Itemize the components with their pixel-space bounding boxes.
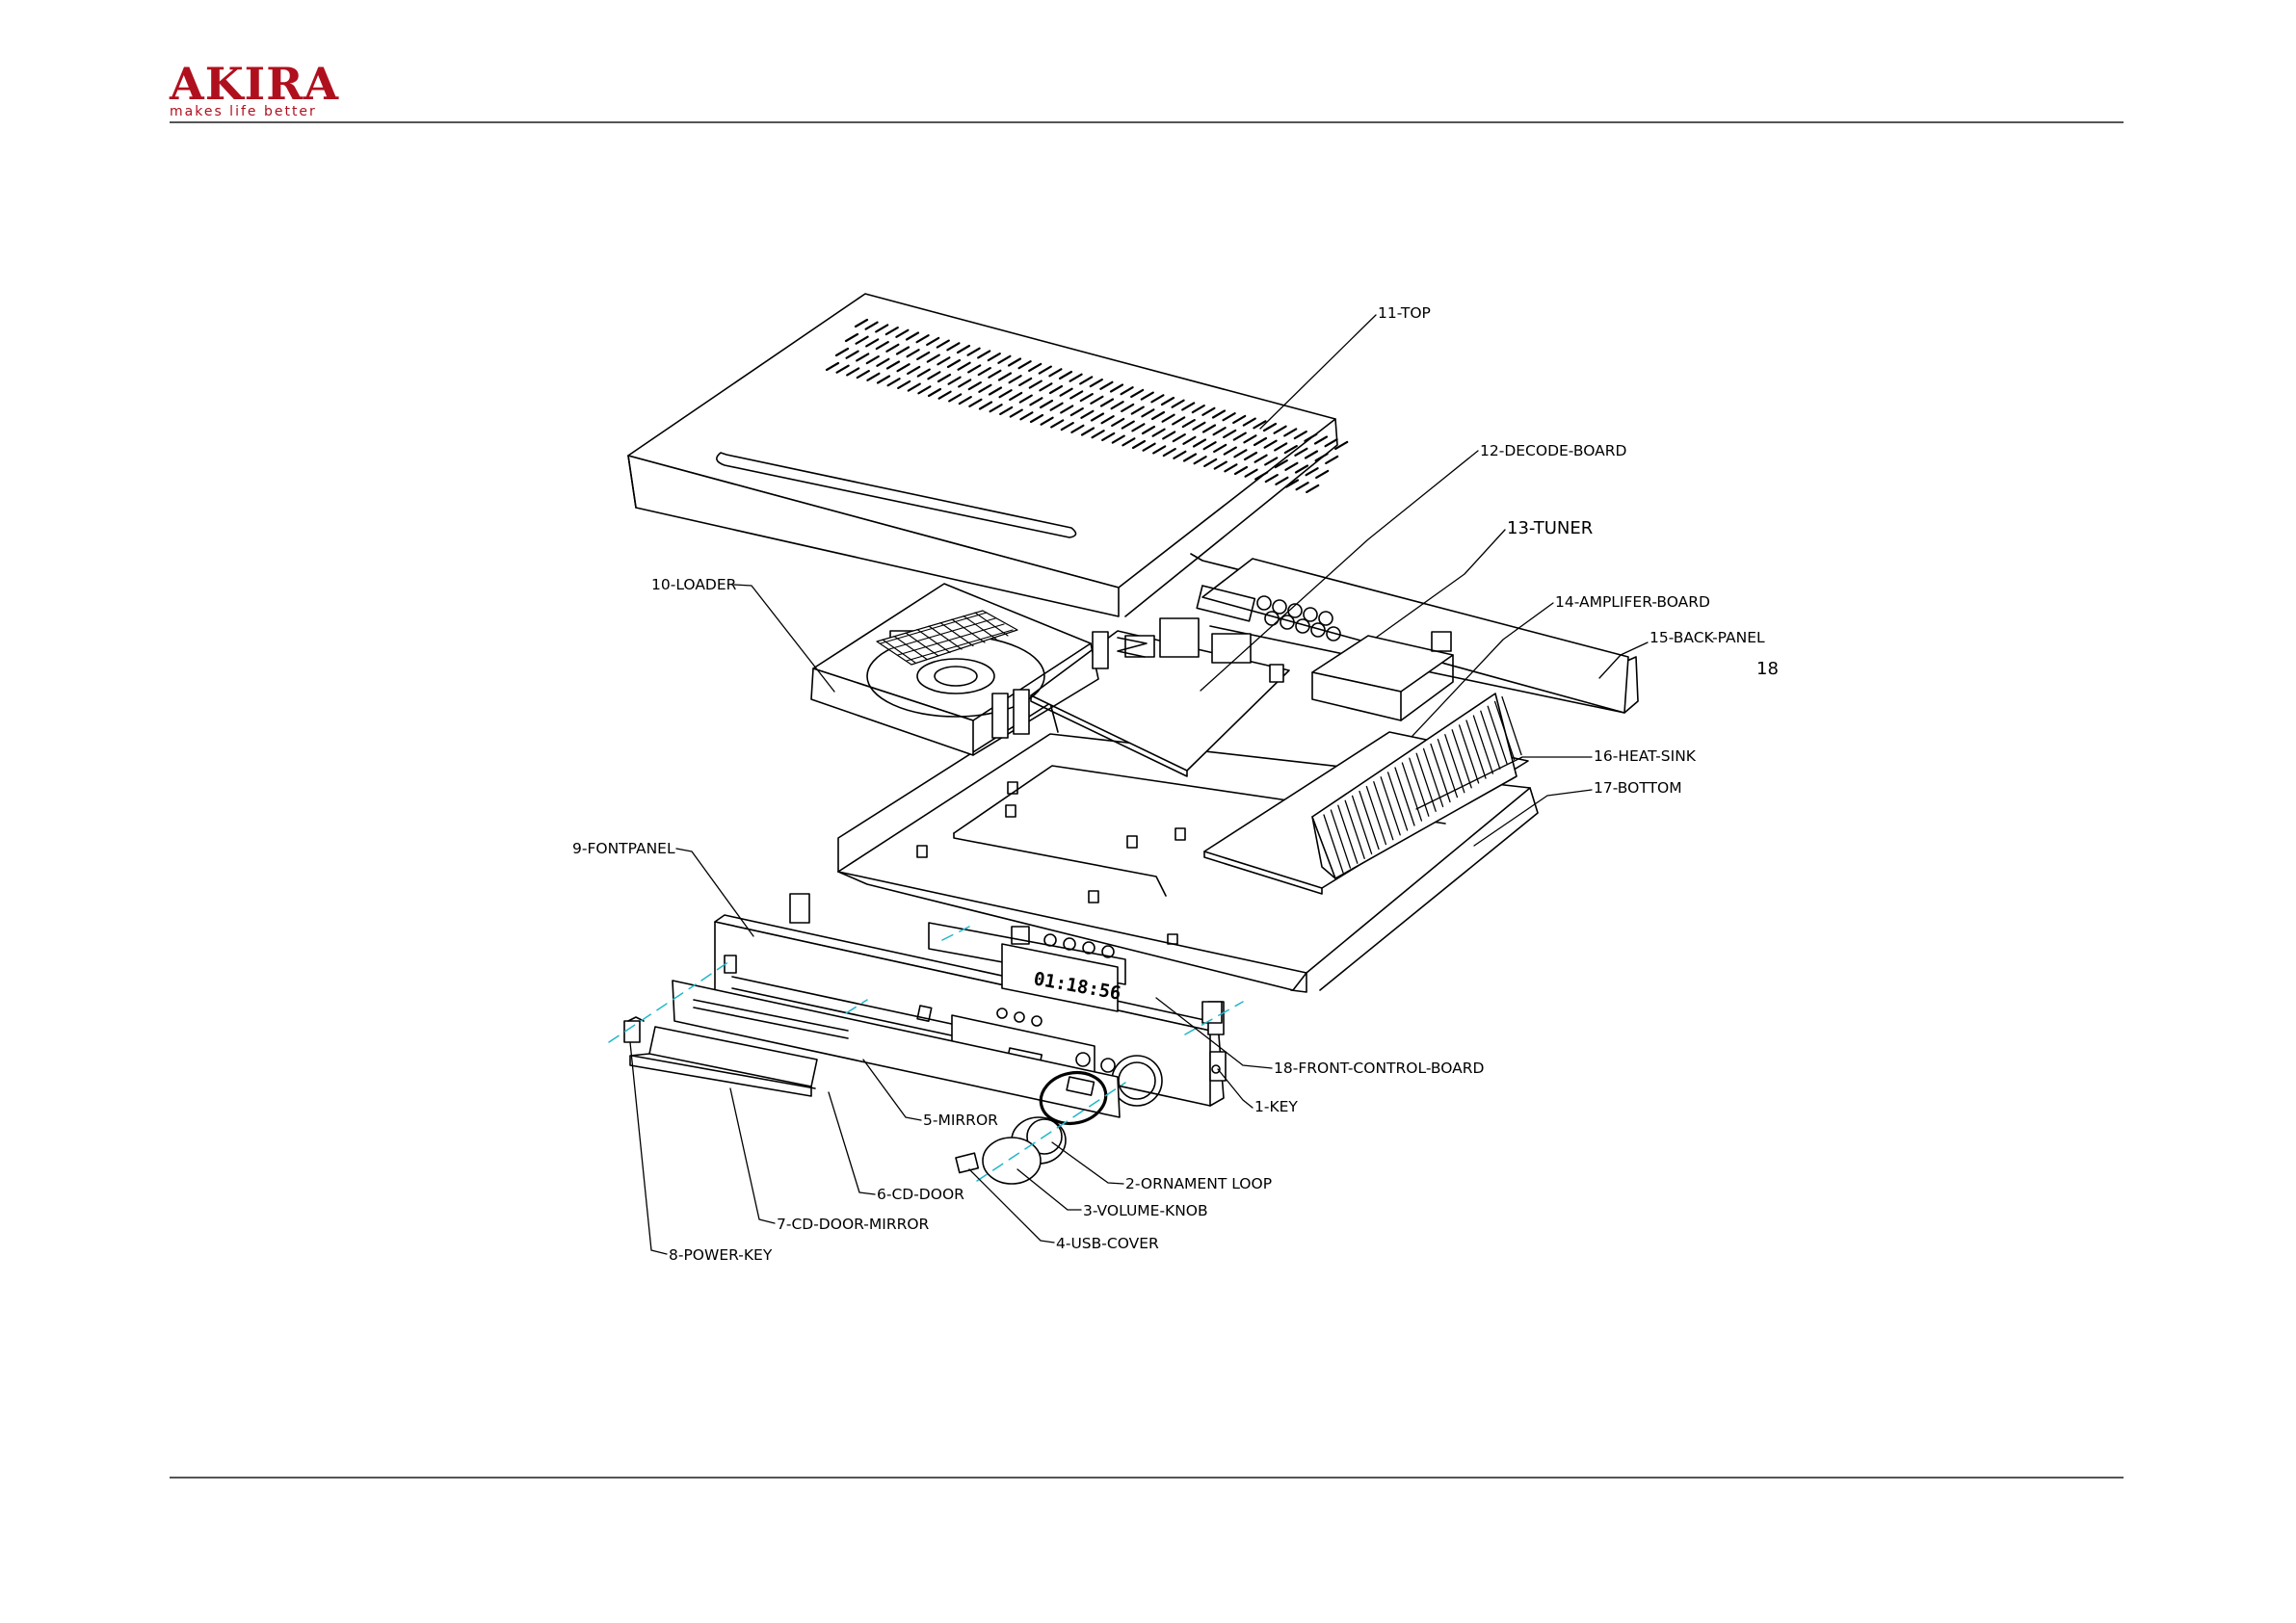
vent-slot xyxy=(1306,485,1318,492)
callout-back-panel: 15-BACK-PANEL xyxy=(1649,629,1765,646)
callout-usb-cover: 4-USB-COVER xyxy=(1056,1235,1159,1252)
callout-loader: 10-LOADER xyxy=(651,576,737,593)
callout-fontpanel: 9-FONTPANEL xyxy=(572,840,675,857)
tuner-module-part xyxy=(1312,632,1453,720)
loader-part xyxy=(811,584,1108,755)
callout-key: 1-KEY xyxy=(1254,1098,1298,1115)
callout-cd-door-mirror: 7-CD-DOOR-MIRROR xyxy=(777,1216,930,1233)
callout-mirror: 5-MIRROR xyxy=(923,1112,998,1129)
callout-ornament-loop: 2-ORNAMENT LOOP xyxy=(1125,1175,1272,1192)
vent-slot xyxy=(1326,457,1337,463)
vent-slot xyxy=(1276,478,1287,484)
callout-power-key: 8-POWER-KEY xyxy=(669,1246,773,1264)
callout-bottom: 17-BOTTOM xyxy=(1594,779,1682,797)
vent-slot xyxy=(1316,454,1328,460)
callout-top: 11-TOP xyxy=(1378,304,1431,322)
callout-volume-knob: 3-VOLUME-KNOB xyxy=(1083,1202,1208,1219)
vent-slot xyxy=(1297,483,1308,489)
callout-cd-door: 6-CD-DOOR xyxy=(877,1186,964,1203)
callout-amplifier-board: 14-AMPLIFER-BOARD xyxy=(1555,593,1710,611)
vent-slot xyxy=(1306,452,1317,458)
vent-slot xyxy=(1285,463,1297,470)
vent-slot xyxy=(1316,471,1328,478)
vent-slot xyxy=(1266,475,1278,482)
callout-tuner: 13-TUNER xyxy=(1507,518,1593,538)
vent-slot xyxy=(1315,437,1327,444)
vent-slot xyxy=(1326,439,1337,446)
callout-front-control-board: 18-FRONT-CONTROL-BOARD xyxy=(1274,1060,1485,1077)
callout-heat-sink: 16-HEAT-SINK xyxy=(1594,747,1697,765)
callout-decode-board: 12-DECODE-BOARD xyxy=(1480,442,1626,459)
